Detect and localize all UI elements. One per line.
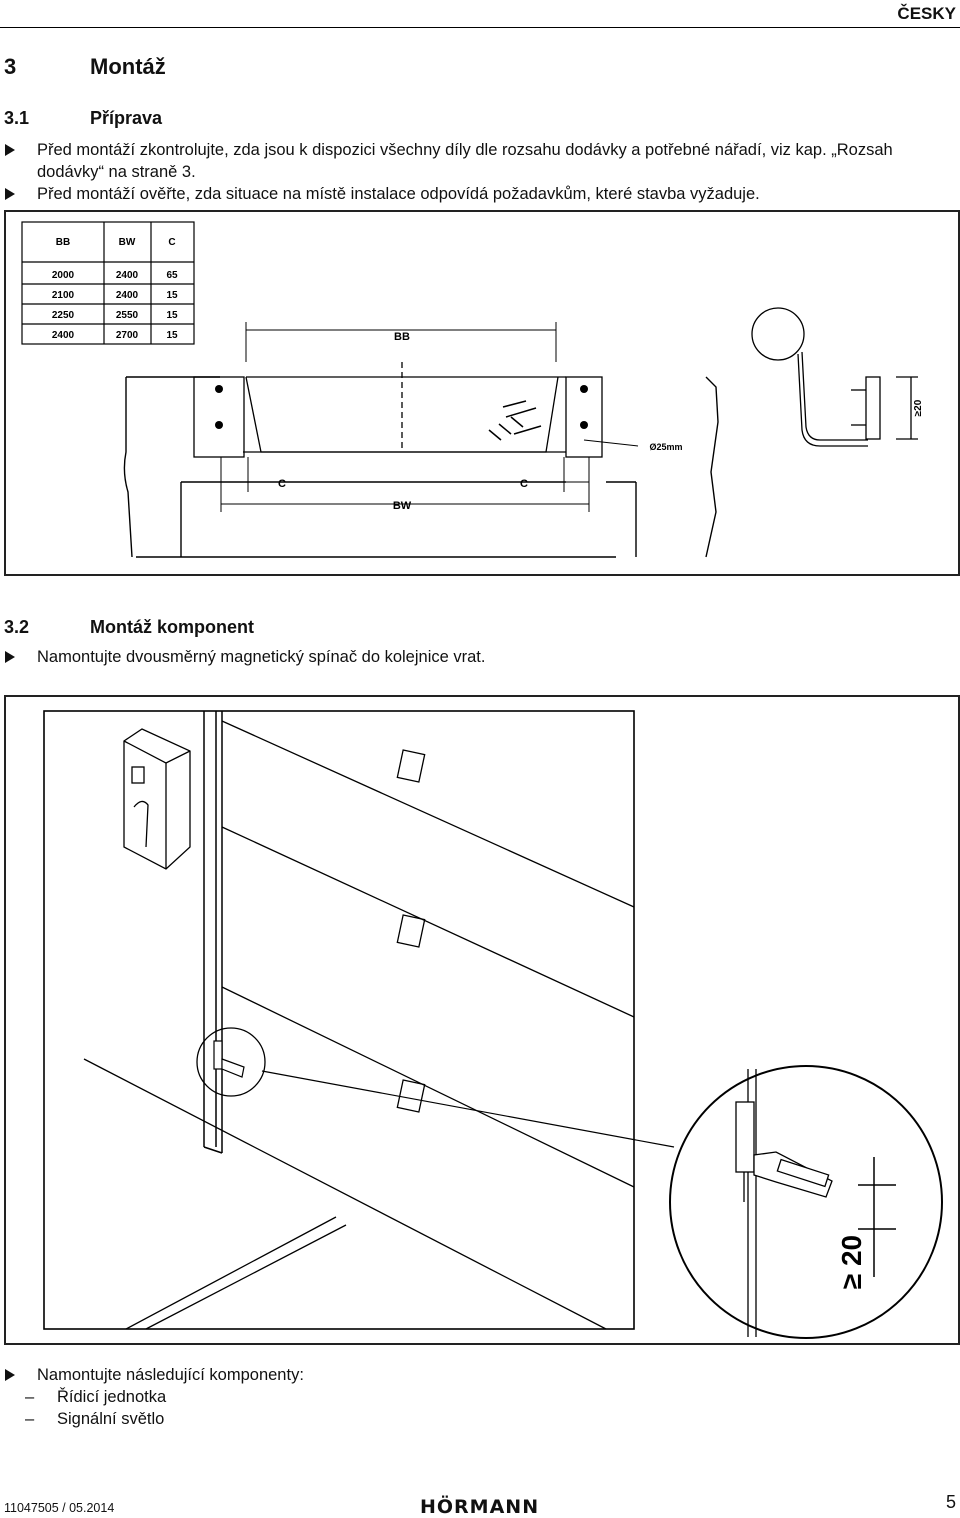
- subsection-title: Montáž komponent: [90, 617, 254, 637]
- dash-marker: –: [25, 1388, 35, 1406]
- language-label: ČESKY: [897, 4, 956, 23]
- figure-magnetic-switch: ≥ 20: [4, 695, 960, 1345]
- switch-small: [213, 1040, 245, 1078]
- bullet-arrow-icon: [5, 188, 15, 200]
- document-code: 11047505 / 05.2014: [4, 1501, 115, 1515]
- detail-dimension: [858, 1157, 896, 1277]
- bullet-arrow-icon: [5, 651, 15, 663]
- c-bw-dimensions: [220, 457, 590, 512]
- section-heading: 3 Montáž: [4, 54, 166, 80]
- table-cell: 2400: [116, 290, 139, 301]
- c-right-label: C: [520, 478, 528, 490]
- dimension-table: [21, 221, 195, 345]
- wall-outline: [123, 376, 719, 558]
- list-item-text: Řídicí jednotka: [57, 1388, 167, 1406]
- table-cell: 2700: [116, 330, 139, 341]
- table-cell: 15: [166, 330, 178, 341]
- section-title: Montáž: [90, 54, 166, 79]
- bullet-item: Před montáží ověřte, zda situace na míst…: [5, 183, 952, 205]
- bullet-arrow-icon: [5, 1369, 15, 1381]
- bullet-text: Namontujte dvousměrný magnetický spínač …: [37, 648, 486, 666]
- table-cell: 15: [166, 310, 178, 321]
- dash-marker: –: [25, 1410, 35, 1428]
- bullet-arrow-icon: [5, 144, 15, 156]
- subsection-heading-components: 3.2 Montáž komponent: [4, 617, 254, 638]
- section-number: 3: [4, 54, 17, 79]
- brand-logo: HÖRMANN: [420, 1496, 540, 1518]
- dimension-label: ≥ 20: [836, 1235, 867, 1289]
- bullet-item: Namontujte následující komponenty:: [5, 1364, 952, 1386]
- hatching: [488, 400, 542, 441]
- header-rule: [0, 27, 960, 28]
- page-number: 5: [945, 1492, 956, 1512]
- door-frame: [193, 362, 603, 458]
- bullet-text: Před montáží ověřte, zda situace na míst…: [37, 185, 760, 203]
- bullet-text: Před montáží zkontrolujte, zda jsou k di…: [37, 141, 893, 181]
- table-cell: 2250: [52, 310, 75, 321]
- table-cell: 65: [166, 270, 178, 281]
- table-cell: 2400: [116, 270, 139, 281]
- table-header: BW: [119, 237, 136, 248]
- switch-drawing: ≥ 20: [43, 710, 943, 1339]
- table-cell: 2100: [52, 290, 75, 301]
- bullet-item: Před montáží zkontrolujte, zda jsou k di…: [5, 139, 952, 183]
- door-rail: [203, 711, 223, 1154]
- door-panels: [83, 720, 635, 1330]
- list-item: – Řídicí jednotka: [25, 1386, 960, 1408]
- bw-label: BW: [393, 500, 412, 512]
- diameter-label: Ø25mm: [649, 442, 682, 452]
- bb-dimension: [245, 322, 557, 362]
- detail-circle: [669, 1065, 943, 1339]
- figure-opening-dimensions: BB BW C 2000 2400 65 2100 2400 15 2250 2…: [4, 210, 960, 576]
- subsection-number: 3.1: [4, 108, 30, 128]
- subsection-number: 3.2: [4, 617, 30, 637]
- bullet-item: Namontujte dvousměrný magnetický spínač …: [5, 646, 952, 668]
- table-cell: 2400: [52, 330, 75, 341]
- min-dimension-label: ≥20: [913, 399, 924, 416]
- bb-label: BB: [394, 331, 410, 343]
- table-cell: 15: [166, 290, 178, 301]
- table-cell: 2550: [116, 310, 139, 321]
- list-item-text: Signální světlo: [57, 1410, 165, 1428]
- table-header: C: [168, 237, 175, 248]
- c-left-label: C: [278, 478, 286, 490]
- anchor-bolts: [215, 385, 588, 429]
- switch-detail: [735, 1101, 833, 1202]
- list-item: – Signální světlo: [25, 1408, 960, 1430]
- subsection-title: Příprava: [90, 108, 163, 128]
- table-cell: 2000: [52, 270, 75, 281]
- opening-drawing: BB BW C 2000 2400 65 2100 2400 15 2250 2…: [21, 221, 924, 558]
- table-header: BB: [56, 237, 70, 248]
- control-unit-drawing: [123, 728, 191, 870]
- bullet-text: Namontujte následující komponenty:: [37, 1366, 304, 1384]
- cable-detail: [751, 307, 918, 447]
- callout-circle: [196, 1027, 266, 1097]
- subsection-heading-preparation: 3.1 Příprava: [4, 108, 162, 129]
